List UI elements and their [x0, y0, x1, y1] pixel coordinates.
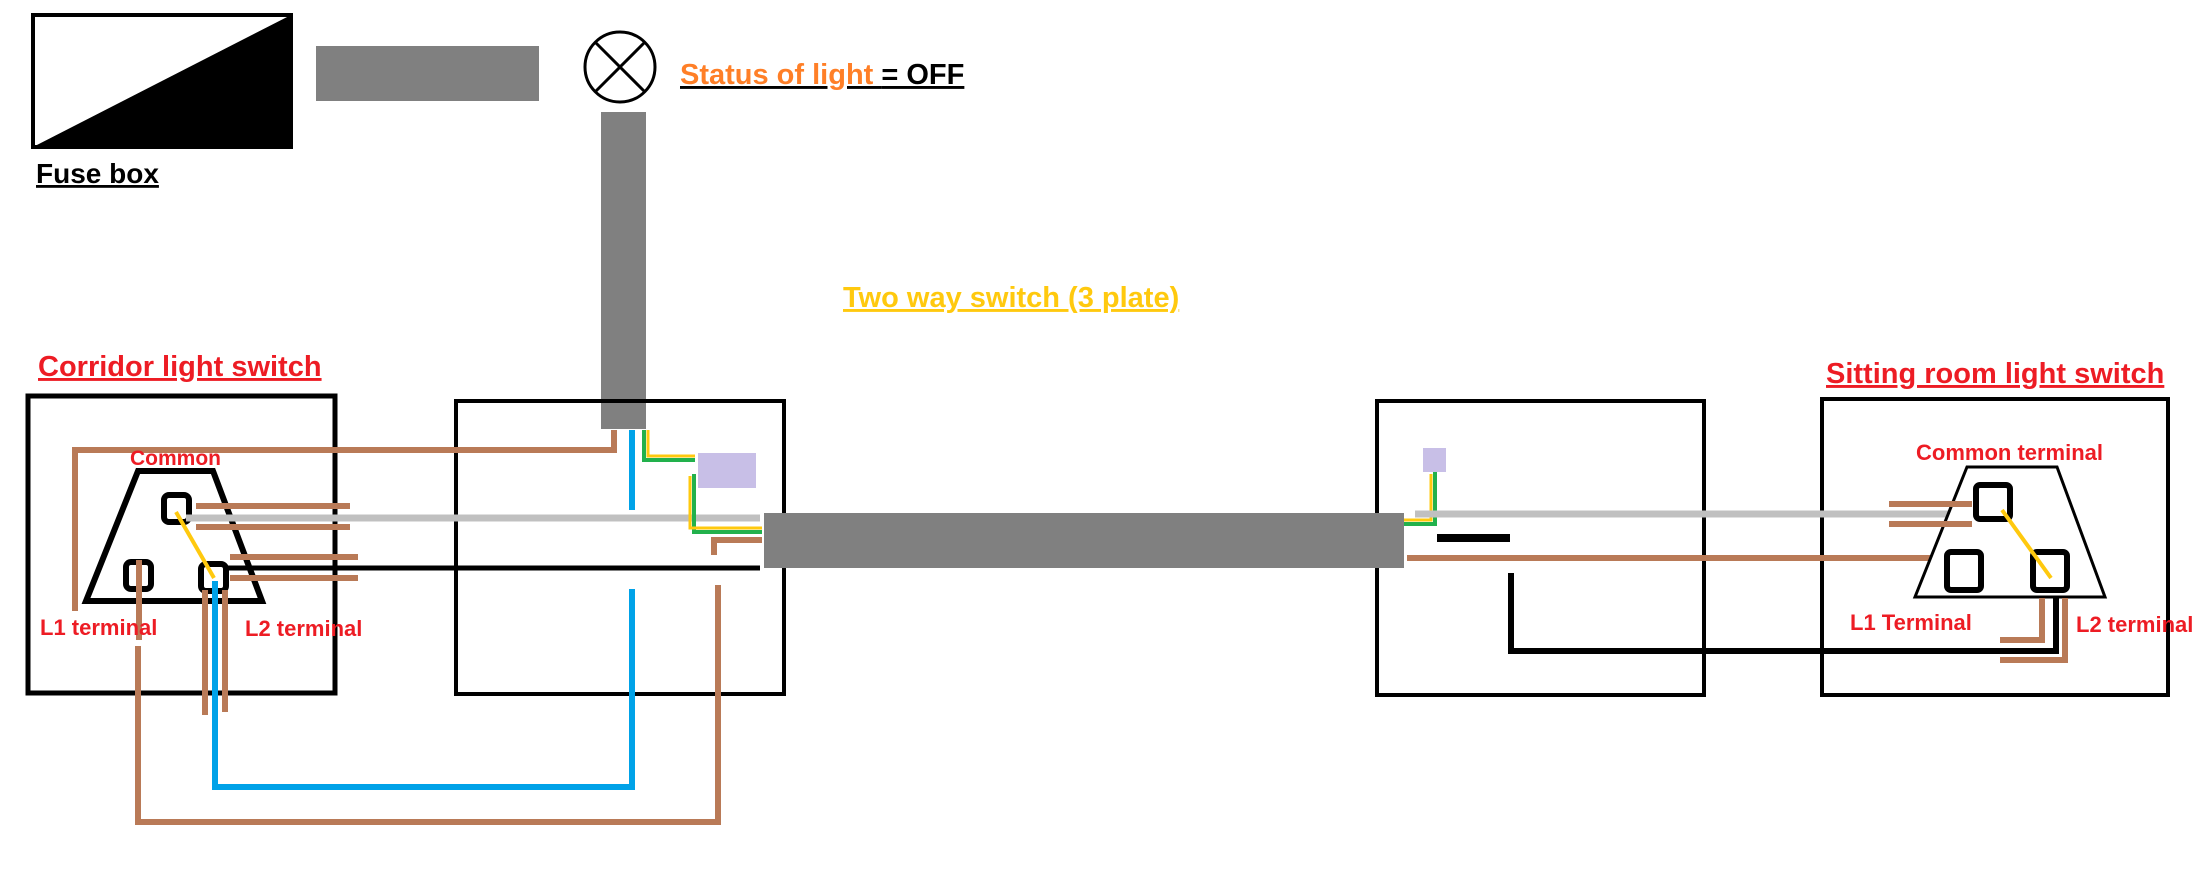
lamp-icon [583, 30, 657, 104]
two-way-switch-label: Two way switch (3 plate) [843, 282, 1179, 314]
brown-feed-wire [72, 430, 617, 611]
sitting-l1-label: L1 Terminal [1850, 610, 1972, 635]
sitting-common-label: Common terminal [1916, 440, 2103, 465]
sitting-room-switch-box [1820, 397, 2170, 697]
earth-wire-yellow-left [646, 430, 695, 458]
sitting-l2-tail-inner [2000, 598, 2045, 643]
earth-terminal-right [1423, 448, 1446, 472]
lamp-cable [601, 112, 646, 429]
earth-wire-green-left [642, 430, 695, 462]
status-value: = OFF [881, 59, 964, 91]
corridor-rocker-link [174, 511, 216, 579]
brown-return-loop [135, 585, 721, 825]
status-prefix: Status of light [680, 59, 881, 91]
sitting-rocker-link [2000, 508, 2053, 580]
earth-link-green-left [692, 474, 762, 534]
sitting-l1-terminal [1944, 549, 1984, 593]
earth-link-yellow-left [688, 476, 762, 530]
sitting-room-switch-label: Sitting room light switch [1826, 358, 2164, 390]
earth-terminal-left [698, 453, 756, 488]
corridor-l2-label: L2 terminal [245, 616, 362, 641]
earth-wire-yellow-right [1404, 474, 1433, 522]
sitting-l2-tail-outer [2000, 598, 2068, 663]
corridor-switch-box [25, 393, 338, 696]
corridor-common-terminal [161, 492, 192, 525]
fuse-box-icon [31, 13, 293, 149]
fuse-box-label: Fuse box [36, 158, 159, 189]
corridor-l1-label: L1 terminal [40, 615, 157, 640]
blue-switched-live-loop [212, 581, 635, 790]
sitting-l2-label: L2 terminal [2076, 612, 2193, 637]
three-core-cable [764, 513, 1404, 568]
brown-tail-left [711, 537, 762, 555]
supply-cable [316, 46, 539, 101]
corridor-switch-body [81, 468, 267, 604]
earth-wire-green-right [1404, 472, 1437, 526]
light-status: Status of light = OFF [680, 59, 964, 91]
junction-box-left [454, 399, 786, 696]
corridor-common-label: Common [130, 447, 221, 470]
black-strapper-right [1508, 573, 2059, 654]
corridor-switch-label: Corridor light switch [38, 351, 322, 383]
